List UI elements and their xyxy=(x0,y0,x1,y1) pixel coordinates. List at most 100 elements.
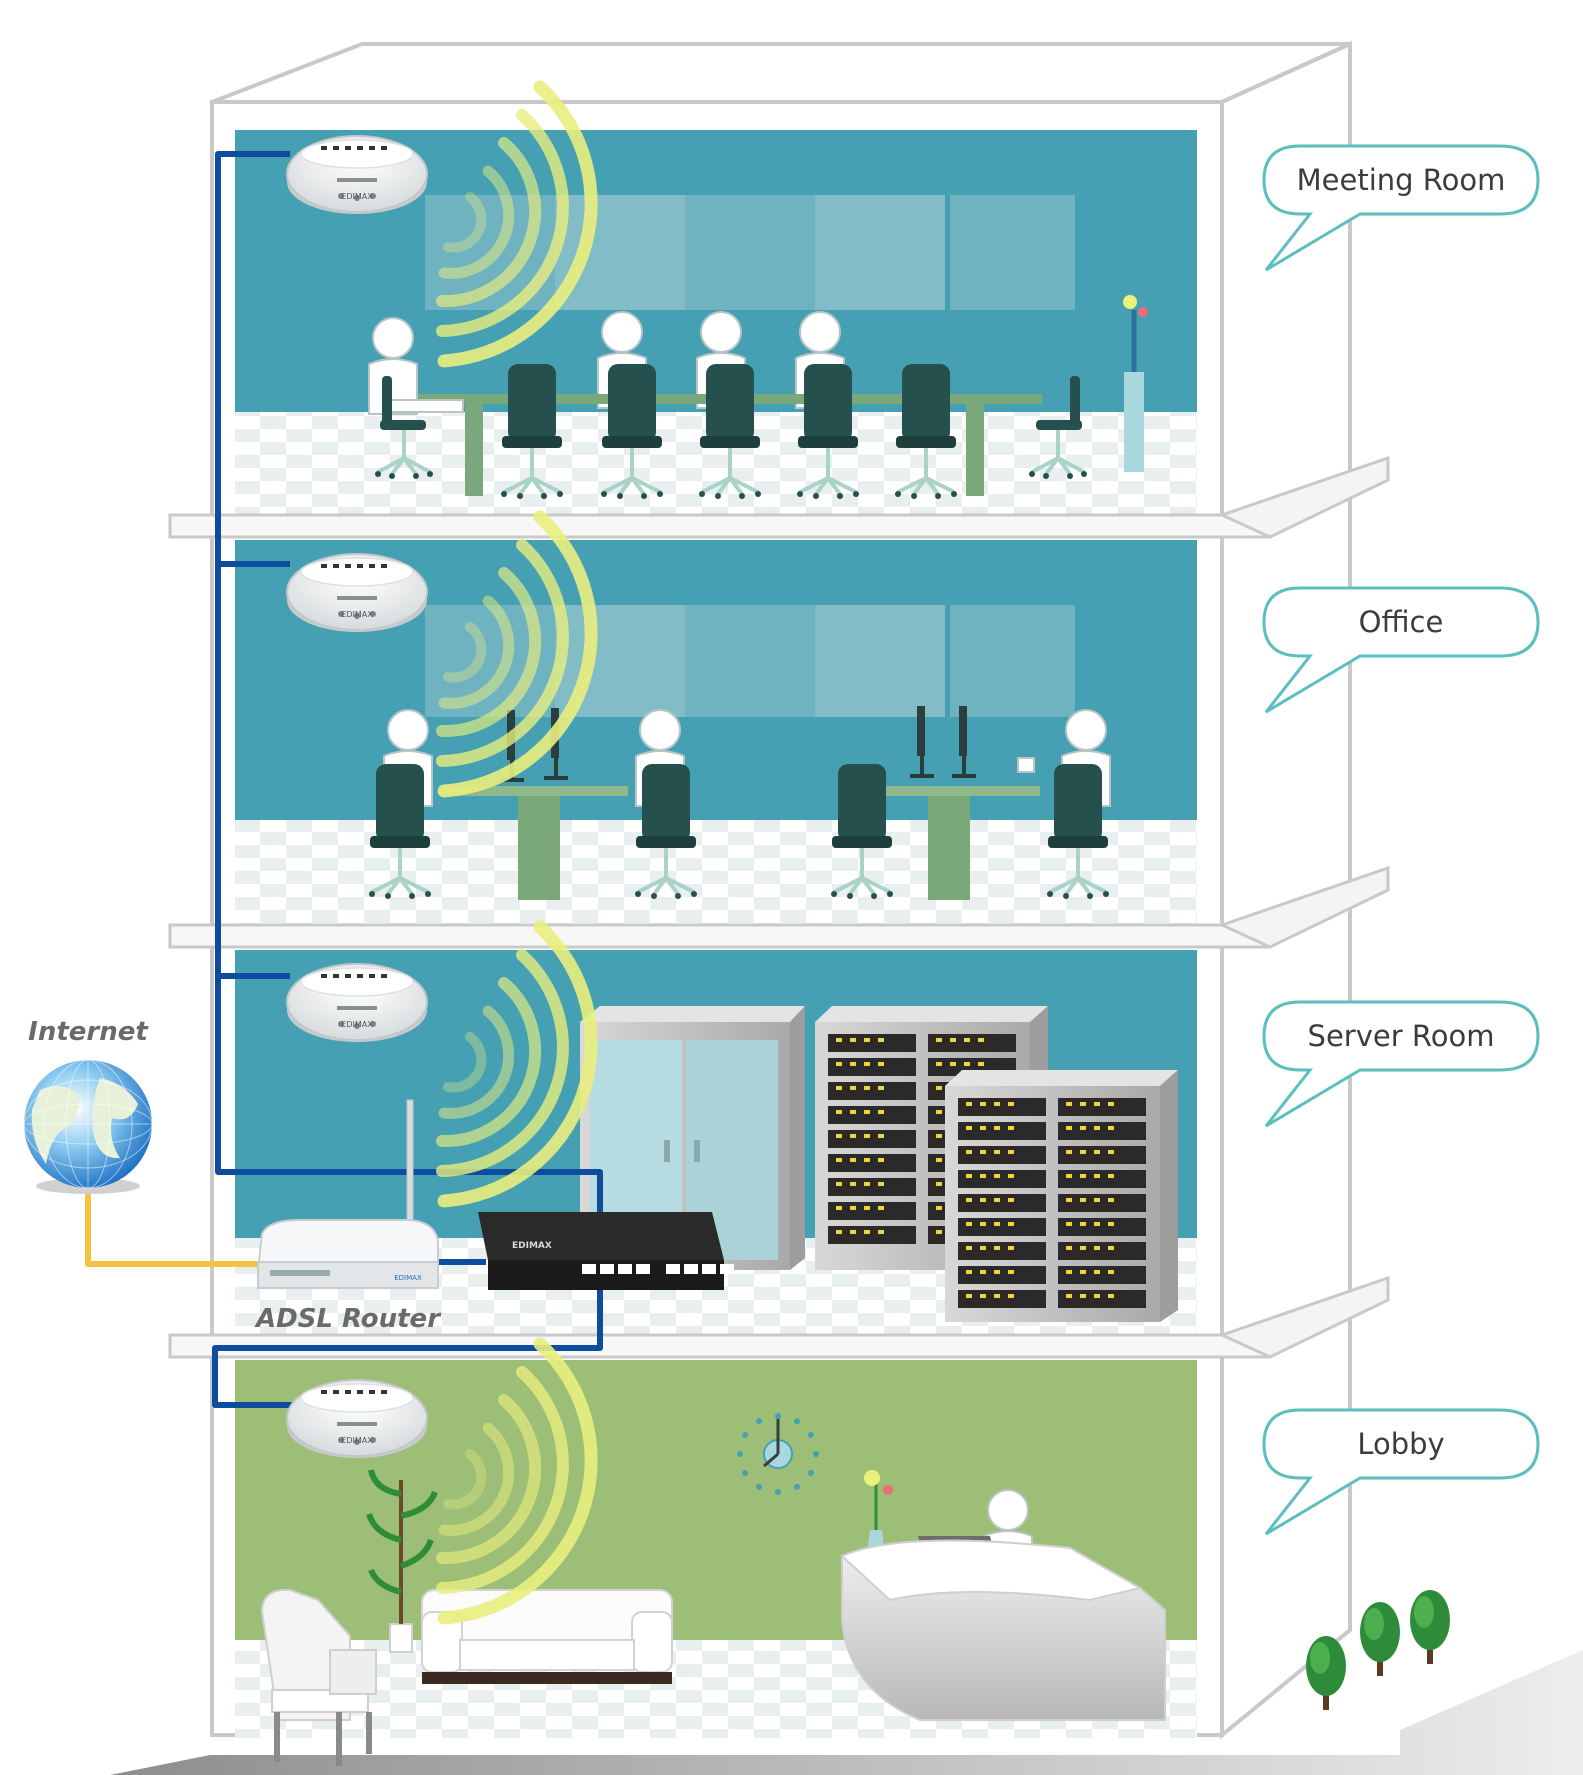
access-point-icon xyxy=(286,553,428,633)
switch-port xyxy=(684,1264,698,1274)
rack-unit xyxy=(958,1266,1046,1284)
access-point-icon xyxy=(286,135,428,215)
rack-unit xyxy=(1058,1266,1146,1284)
rack-led xyxy=(878,1038,884,1042)
rack-led xyxy=(1008,1198,1014,1202)
rack-led xyxy=(936,1038,942,1042)
rack-led xyxy=(950,1038,956,1042)
clock-tick xyxy=(756,1483,762,1490)
rack-led xyxy=(1066,1150,1072,1154)
rack-led xyxy=(964,1062,970,1066)
rack-led xyxy=(966,1246,972,1250)
rack-led xyxy=(1094,1102,1100,1106)
rack-led xyxy=(978,1038,984,1042)
rack-unit xyxy=(828,1178,916,1196)
rack-unit xyxy=(1058,1290,1146,1308)
router-icon: EDIMAX xyxy=(256,1099,439,1289)
rack-unit xyxy=(1058,1170,1146,1188)
rack-led xyxy=(836,1206,842,1210)
globe-icon xyxy=(23,1059,153,1194)
callout-text: Lobby xyxy=(1357,1427,1444,1461)
rack-unit xyxy=(958,1146,1046,1164)
rack-led xyxy=(864,1230,870,1234)
rack-led xyxy=(1008,1246,1014,1250)
rack-led xyxy=(850,1134,856,1138)
rack-led xyxy=(1094,1294,1100,1298)
rack-led xyxy=(980,1222,986,1226)
sofa-icon xyxy=(421,1589,673,1684)
rack-led xyxy=(836,1110,842,1114)
rack-led xyxy=(1008,1174,1014,1178)
rack-unit xyxy=(828,1082,916,1100)
rack-led xyxy=(1108,1174,1114,1178)
rack-led xyxy=(1094,1174,1100,1178)
rack-unit xyxy=(828,1226,916,1244)
clock-tick xyxy=(775,1489,781,1495)
rack-led xyxy=(980,1150,986,1154)
rack-led xyxy=(978,1062,984,1066)
rack-led xyxy=(1094,1222,1100,1226)
switch-brand: EDIMAX xyxy=(512,1241,552,1251)
rack-unit xyxy=(1058,1122,1146,1140)
rack-led xyxy=(1080,1270,1086,1274)
clock-tick xyxy=(756,1418,762,1425)
rack-led xyxy=(966,1150,972,1154)
rack-led xyxy=(878,1206,884,1210)
rack-led xyxy=(1108,1222,1114,1226)
rack-led xyxy=(966,1174,972,1178)
rack-led xyxy=(966,1198,972,1202)
rack-led xyxy=(850,1110,856,1114)
rack-led xyxy=(994,1294,1000,1298)
switch-icon: EDIMAX xyxy=(478,1212,734,1290)
rack-led xyxy=(1108,1246,1114,1250)
rack-led xyxy=(966,1222,972,1226)
rack-unit xyxy=(828,1034,916,1052)
rack-led xyxy=(980,1294,986,1298)
rack-led xyxy=(980,1126,986,1130)
rack-unit xyxy=(828,1106,916,1124)
rack-unit xyxy=(958,1290,1046,1308)
rack-led xyxy=(836,1182,842,1186)
rack-led xyxy=(950,1062,956,1066)
rack-led xyxy=(1008,1150,1014,1154)
tree-icon xyxy=(1360,1602,1400,1676)
rack-led xyxy=(1066,1294,1072,1298)
rack-led xyxy=(836,1134,842,1138)
rack-led xyxy=(1066,1222,1072,1226)
callout-office: Office xyxy=(1262,586,1540,714)
access-point-icon xyxy=(286,1379,428,1459)
rack-led xyxy=(864,1182,870,1186)
callout-meeting-room: Meeting Room xyxy=(1262,144,1540,272)
switch-port xyxy=(666,1264,680,1274)
rack-led xyxy=(1066,1270,1072,1274)
rack-led xyxy=(1094,1270,1100,1274)
rack-led xyxy=(1108,1150,1114,1154)
rack-unit xyxy=(958,1170,1046,1188)
rack-unit xyxy=(928,1034,1016,1052)
rack-led xyxy=(1108,1294,1114,1298)
rack-unit xyxy=(958,1242,1046,1260)
ap-brand: EDIMAX xyxy=(341,1436,373,1445)
rack-led xyxy=(836,1062,842,1066)
rack-led xyxy=(936,1110,942,1114)
ap-brand: EDIMAX xyxy=(341,1020,373,1029)
rack-led xyxy=(1080,1102,1086,1106)
rack-unit xyxy=(958,1194,1046,1212)
rack-led xyxy=(1094,1150,1100,1154)
rack-led xyxy=(1066,1102,1072,1106)
server-rack-icon xyxy=(945,1070,1178,1322)
rack-led xyxy=(980,1198,986,1202)
rack-led xyxy=(964,1038,970,1042)
rack-unit xyxy=(828,1202,916,1220)
clock-tick xyxy=(807,1470,814,1476)
clock-tick xyxy=(742,1432,749,1438)
rack-led xyxy=(1094,1126,1100,1130)
rack-unit xyxy=(958,1218,1046,1236)
switch-port xyxy=(720,1264,734,1274)
rack-led xyxy=(936,1206,942,1210)
switch-port xyxy=(636,1264,650,1274)
rack-led xyxy=(878,1134,884,1138)
rack-led xyxy=(966,1294,972,1298)
rack-led xyxy=(878,1158,884,1162)
